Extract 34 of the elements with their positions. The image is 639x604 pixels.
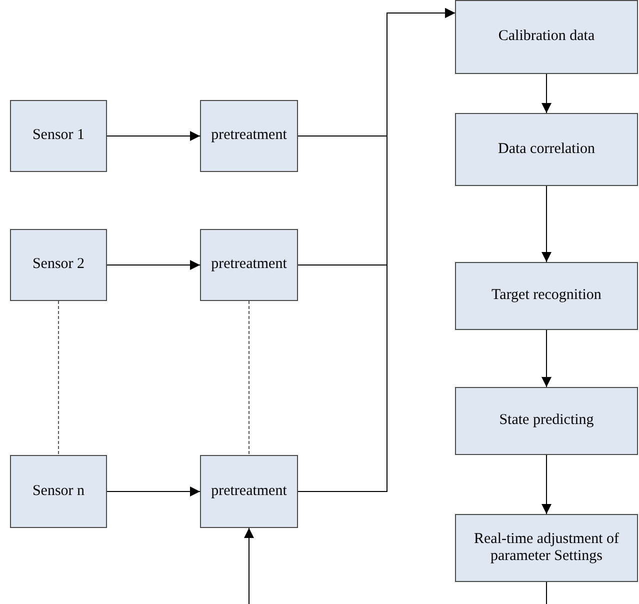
- arrow: [244, 528, 254, 604]
- box-label: Sensor 2: [32, 256, 85, 274]
- process-box: [455, 514, 638, 582]
- box-label: State predicting: [499, 412, 594, 430]
- process-box: [455, 0, 638, 74]
- box-label: Sensor 1: [32, 127, 85, 145]
- dashed-line: [58, 300, 59, 456]
- process-box: [455, 262, 638, 330]
- process-box: [10, 229, 107, 301]
- process-box: [200, 455, 298, 528]
- arrow: [542, 330, 552, 388]
- box-label: pretreatment: [211, 482, 287, 500]
- box-label: pretreatment: [211, 256, 287, 274]
- dashed-line: [248, 300, 250, 456]
- process-box: [200, 229, 298, 301]
- box-label: pretreatment: [211, 127, 287, 145]
- box-label: Real-time adjustment of parameter Settings: [473, 530, 620, 566]
- box-label: Calibration data: [498, 28, 595, 46]
- arrow: [298, 8, 456, 492]
- process-box: [455, 113, 638, 186]
- arrow: [542, 74, 552, 114]
- process-box: [455, 387, 638, 455]
- arrow: [106, 260, 200, 270]
- arrow: [106, 486, 200, 496]
- process-box: [10, 455, 107, 528]
- box-label: Target recognition: [492, 287, 602, 305]
- process-box: [200, 100, 298, 172]
- box-label: Sensor n: [32, 482, 85, 500]
- arrow: [542, 186, 552, 262]
- arrow: [542, 454, 552, 514]
- box-label: Data correlation: [498, 140, 596, 158]
- arrow: [106, 131, 200, 141]
- connector-line: [546, 582, 547, 604]
- process-box: [10, 100, 107, 172]
